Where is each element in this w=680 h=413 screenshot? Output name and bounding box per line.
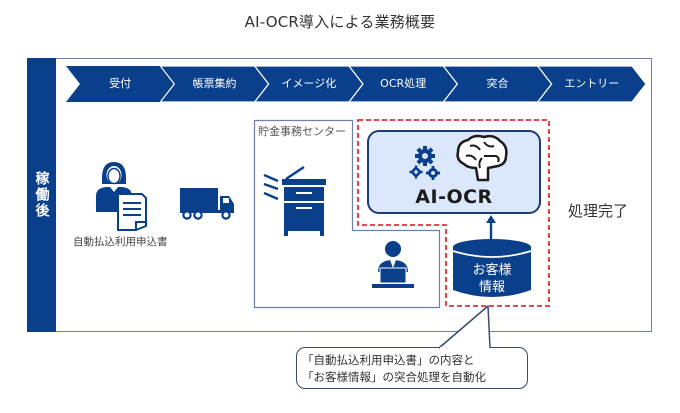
database-label-line1: お客様 (472, 263, 512, 278)
truck-icon (180, 188, 234, 220)
operator-at-computer-icon (372, 241, 414, 288)
process-chevrons (66, 65, 647, 103)
callout-box (296, 347, 528, 389)
savings-center-label: 貯金事務センター (258, 125, 346, 138)
processing-complete-label: 処理完了 (568, 202, 629, 220)
applicant-form-label: 自動払込利用申込書 (73, 236, 168, 248)
gears-icon (409, 146, 440, 180)
brain-icon (456, 134, 508, 182)
person-with-document-icon (96, 162, 147, 231)
process-step-label: エントリー (564, 77, 620, 90)
process-step-label: イメージ化 (281, 77, 337, 90)
scanner-icon (263, 165, 326, 236)
phase-label: 稼働後 (33, 171, 50, 219)
diagram-title: AI-OCR導入による業務概要 (244, 13, 436, 31)
process-step-chevron (536, 65, 647, 103)
ai-ocr-label: AI-OCR (415, 186, 493, 208)
process-step-label: OCR処理 (380, 77, 427, 90)
callout-text-line1: 「自動払込利用申込書」の内容と (302, 353, 475, 367)
process-flow: 受付 帳票集約 イメージ化 OCR処理 突合 エントリー (66, 65, 647, 103)
process-step-label: 受付 (109, 77, 132, 90)
up-arrow-icon (486, 215, 496, 239)
callout-text-line2: 「お客様情報」の突合処理を自動化 (302, 370, 486, 384)
process-step-label: 帳票集約 (192, 77, 237, 90)
customer-database-icon (452, 239, 532, 297)
phase-sidebar: 稼働後 (27, 58, 56, 332)
process-step-chevron (66, 66, 175, 102)
process-step-label: 突合 (486, 77, 509, 90)
ai-ocr-box (367, 130, 541, 214)
database-label-line2: 情報 (478, 280, 505, 295)
